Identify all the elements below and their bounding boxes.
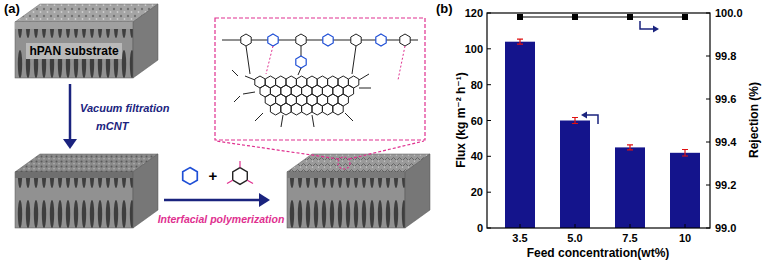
- process-arrow: [164, 193, 270, 207]
- tick-label: 40: [471, 150, 483, 162]
- process-label: Vacuum filtration: [80, 102, 169, 114]
- hpan-membrane: [15, 4, 158, 78]
- flux-bar: [615, 147, 645, 228]
- rejection-markers: [517, 14, 688, 20]
- tick-label: 120: [465, 7, 483, 19]
- membrane-box: hPAN substrate: [15, 34, 133, 68]
- rejection-line: [520, 16, 685, 17]
- plot-frame: [487, 13, 710, 228]
- bottom-ticks: [520, 224, 685, 228]
- node-label: hPAN substrate: [26, 43, 121, 59]
- tick-label: 80: [471, 79, 483, 91]
- tick-label: 7.5: [622, 232, 637, 244]
- zoom-callout: [215, 18, 425, 169]
- tick-label: 100: [465, 43, 483, 55]
- left-ticks: [487, 13, 491, 228]
- axis-title: Flux (kg m⁻² h⁻¹): [455, 72, 468, 167]
- axis-pointer: [640, 21, 659, 33]
- process-label: Interfacial polymerization: [158, 214, 285, 226]
- tick-label: 0: [477, 222, 483, 234]
- tick-label: 100.0: [715, 7, 743, 19]
- tick-label: 10: [679, 232, 691, 244]
- flux-bar: [670, 153, 700, 228]
- panel-label: (b): [436, 2, 453, 16]
- tick-label: 99.8: [715, 50, 736, 62]
- right-ticks: [706, 13, 710, 228]
- error-bars: [517, 39, 688, 156]
- axis-title: Feed concentration(wt%): [527, 247, 670, 260]
- bar-chart: [487, 13, 710, 228]
- flux-bar: [560, 121, 590, 229]
- tick-label: 3.5: [512, 232, 527, 244]
- piperazine-molecule: [183, 168, 198, 185]
- process-arrow: [63, 84, 77, 149]
- tick-label: 60: [471, 114, 483, 126]
- tick-label: 20: [471, 186, 483, 198]
- axis-pointer: [581, 112, 598, 125]
- tick-label: 99.0: [715, 222, 736, 234]
- process-label: mCNT: [96, 120, 128, 132]
- panel-label: (a): [4, 2, 20, 16]
- flux-bar: [505, 42, 535, 228]
- tick-label: 99.2: [715, 179, 736, 191]
- tick-label: 5.0: [567, 232, 582, 244]
- tmc-molecule: [227, 161, 253, 184]
- mcnt-membrane: [15, 154, 158, 228]
- pa-membrane: [287, 154, 430, 228]
- axis-title: Rejection (%): [748, 82, 761, 158]
- tick-label: 99.4: [715, 136, 736, 148]
- plus-sign: +: [209, 168, 218, 185]
- tick-label: 99.6: [715, 93, 736, 105]
- chemical-structure: [222, 34, 418, 127]
